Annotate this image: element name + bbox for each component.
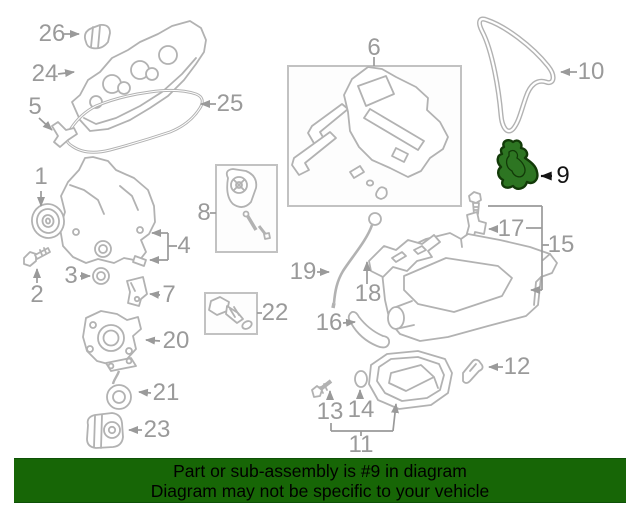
callout-24[interactable]: 24 [31,60,59,87]
oil-pan-gasket-art [347,310,391,349]
callout-21[interactable]: 21 [152,379,180,406]
callout-11[interactable]: 11 [348,431,374,458]
callout-9-highlighted[interactable]: 9 [556,162,570,189]
callout-arrows [33,30,577,436]
valve-cover-gasket-art [65,88,204,154]
lower-oil-pan-art [368,350,453,410]
highlighted-part-9-shape[interactable] [496,139,539,190]
callout-5[interactable]: 5 [28,93,42,120]
plug-art [462,358,484,384]
oil-filter-art [86,412,124,449]
pickup-tube-art [105,357,137,410]
water-pump-art [225,168,271,240]
callout-19[interactable]: 19 [289,258,317,285]
callout-13[interactable]: 13 [316,398,344,425]
drain-bolt-art [311,379,333,398]
bracket-art-7 [126,276,148,307]
callout-3[interactable]: 3 [64,262,78,289]
highlighted-part-9[interactable] [496,139,539,190]
bolt-art-2 [23,247,51,267]
callout-16[interactable]: 16 [315,309,343,336]
callout-12[interactable]: 12 [503,353,531,380]
highlight-banner: Part or sub-assembly is #9 in diagram Di… [14,458,626,503]
timing-cover-art [59,156,156,267]
crank-pulley-art [31,203,65,239]
banner-line1: Part or sub-assembly is #9 in diagram [173,460,467,481]
callout-23[interactable]: 23 [143,416,171,443]
callout-10[interactable]: 10 [577,58,605,85]
callout-6[interactable]: 6 [367,34,381,61]
baffle-art [368,234,441,278]
callout-20[interactable]: 20 [162,327,190,354]
bolt-bracket-art-17 [465,191,487,241]
callout-1[interactable]: 1 [34,163,48,190]
callout-14[interactable]: 14 [347,396,375,423]
callout-17[interactable]: 17 [497,215,525,242]
callout-15[interactable]: 15 [547,231,575,258]
callout-2[interactable]: 2 [30,281,44,308]
banner-line2: Diagram may not be specific to your vehi… [150,480,490,501]
seal-art-3 [92,267,110,285]
callout-4[interactable]: 4 [177,232,191,259]
callout-26[interactable]: 26 [38,20,66,47]
callout-25[interactable]: 25 [216,90,244,117]
sensor-art [208,296,253,330]
callout-7[interactable]: 7 [162,281,176,308]
dipstick-art [331,212,382,309]
callout-22[interactable]: 22 [261,299,289,326]
oring-art [354,370,368,388]
oil-pump-art [82,310,142,366]
timing-chain-art [477,16,556,134]
chain-case-art [291,66,449,200]
bracket-art-5 [51,121,78,148]
oil-cap-art [83,24,111,50]
callout-8[interactable]: 8 [197,199,211,226]
upper-oil-pan-art [381,232,558,342]
callout-18[interactable]: 18 [354,280,382,307]
